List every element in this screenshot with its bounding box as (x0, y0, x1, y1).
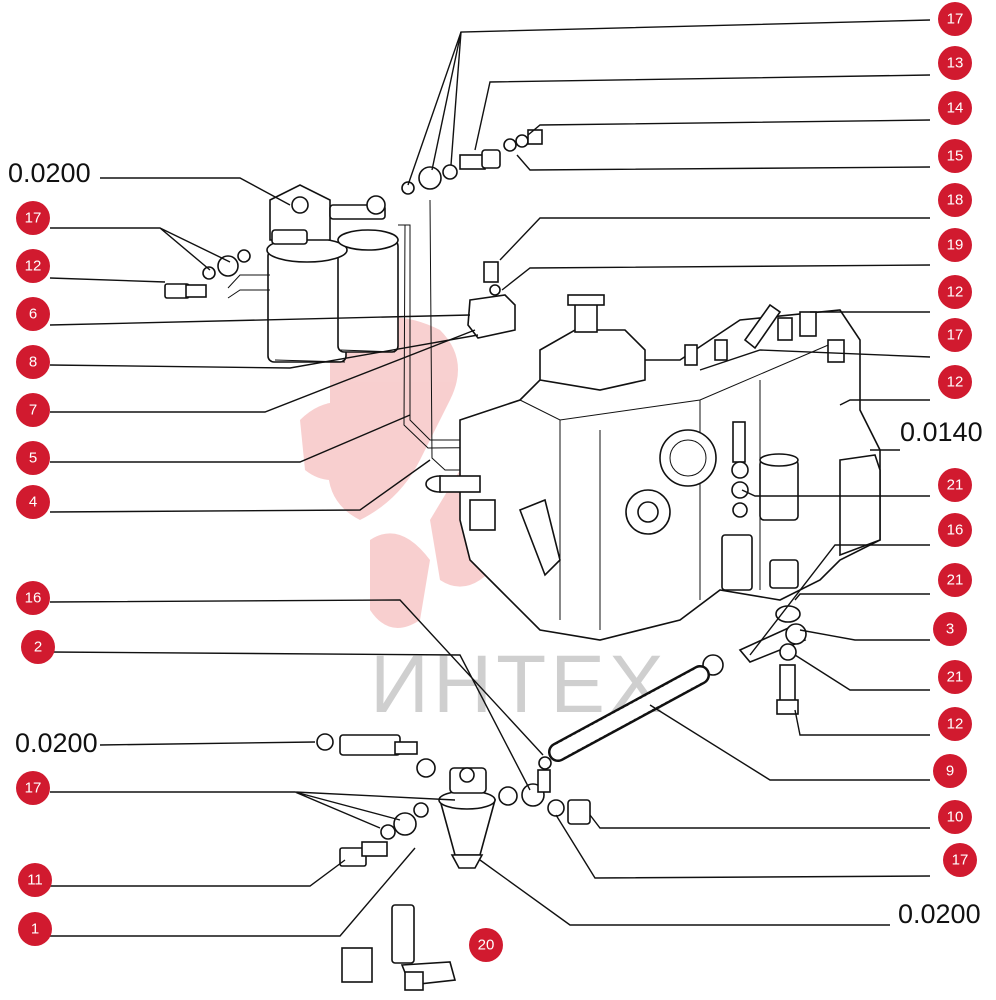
callout-extra-1: 20 (469, 928, 503, 962)
callout-right-10: 21 (938, 468, 972, 502)
callout-right-6: 19 (938, 228, 972, 262)
reference-label-lower-left: 0.0200 (15, 728, 98, 758)
svg-text:20: 20 (478, 937, 495, 954)
callout-left-4: 8 (16, 345, 50, 379)
svg-text:21: 21 (947, 572, 964, 589)
callout-left-7: 4 (16, 485, 50, 519)
callout-right-17: 10 (938, 800, 972, 834)
callout-left-5: 7 (16, 393, 50, 427)
callout-right-1: 17 (938, 2, 972, 36)
pump-right-fittings (731, 421, 749, 518)
svg-text:14: 14 (947, 100, 964, 117)
svg-text:19: 19 (947, 237, 964, 254)
svg-text:7: 7 (29, 402, 37, 419)
svg-text:21: 21 (947, 477, 964, 494)
callout-right-14: 21 (938, 660, 972, 694)
svg-text:17: 17 (947, 327, 964, 344)
svg-text:12: 12 (947, 374, 964, 391)
svg-text:5: 5 (29, 450, 37, 467)
callout-left-12: 1 (18, 912, 52, 946)
callout-right-5: 18 (938, 183, 972, 217)
leader-lines (49, 19, 931, 937)
callout-left-8: 16 (16, 581, 50, 615)
svg-text:9: 9 (946, 763, 954, 780)
callout-right-3: 14 (938, 91, 972, 125)
svg-text:18: 18 (947, 192, 964, 209)
svg-text:16: 16 (25, 590, 42, 607)
injection-pump (425, 294, 881, 641)
callout-right-12: 21 (938, 563, 972, 597)
callout-right-9: 12 (938, 365, 972, 399)
svg-text:12: 12 (25, 258, 42, 275)
svg-text:13: 13 (947, 55, 964, 72)
callout-left-10: 17 (16, 771, 50, 805)
reference-label-right: 0.0140 (900, 417, 983, 447)
svg-text:3: 3 (946, 621, 954, 638)
clip-parts (341, 904, 457, 991)
callout-right-18: 17 (943, 843, 977, 877)
callout-right-7: 12 (938, 275, 972, 309)
callout-right-13: 3 (933, 612, 967, 646)
svg-text:16: 16 (947, 522, 964, 539)
lower-fuel-filter (438, 756, 591, 869)
lower-left-hardware (316, 733, 436, 867)
svg-text:15: 15 (947, 148, 964, 165)
svg-text:17: 17 (952, 852, 969, 869)
reference-label-lower-right: 0.0200 (898, 899, 981, 929)
callout-left-11: 11 (18, 863, 52, 897)
callout-right-11: 16 (938, 513, 972, 547)
svg-text:8: 8 (29, 354, 37, 371)
svg-text:17: 17 (25, 780, 42, 797)
callout-right-4: 15 (938, 139, 972, 173)
callout-right-2: 13 (938, 46, 972, 80)
svg-text:11: 11 (27, 872, 43, 889)
svg-text:12: 12 (947, 716, 964, 733)
svg-text:10: 10 (947, 809, 964, 826)
callout-right-8: 17 (938, 318, 972, 352)
callout-left-9: 2 (21, 630, 55, 664)
svg-text:6: 6 (29, 306, 37, 323)
svg-text:2: 2 (34, 639, 42, 656)
svg-text:4: 4 (29, 494, 37, 511)
callout-left-3: 6 (16, 297, 50, 331)
svg-text:17: 17 (25, 210, 42, 227)
upper-filter-hardware (164, 249, 251, 299)
callout-left-6: 5 (16, 441, 50, 475)
reference-label-upper-left: 0.0200 (8, 158, 91, 188)
callout-right-16: 9 (933, 754, 967, 788)
svg-text:17: 17 (947, 11, 964, 28)
upper-fuel-filter (227, 184, 399, 363)
right-banjo-group (702, 605, 807, 715)
top-banjo-fittings (401, 129, 543, 195)
callout-left-2: 12 (16, 249, 50, 283)
callout-left-1: 17 (16, 201, 50, 235)
svg-text:1: 1 (31, 921, 39, 938)
fuel-hose (548, 665, 710, 762)
svg-text:21: 21 (947, 669, 964, 686)
bracket-part (467, 261, 516, 339)
svg-text:12: 12 (947, 284, 964, 301)
callout-right-15: 12 (938, 707, 972, 741)
